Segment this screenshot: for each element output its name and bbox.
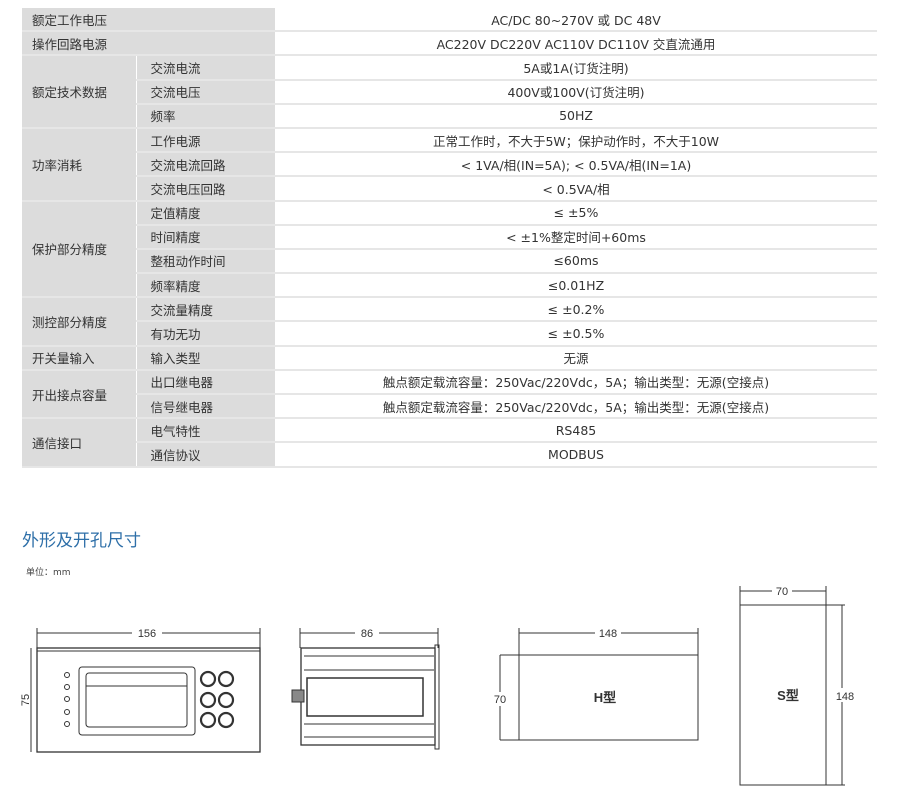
h-width-label: 148 [599,628,617,640]
side-depth-label: 86 [361,628,373,640]
item-label: 交流电流回路 [136,152,275,178]
row-value: AC220V DC220V AC110V DC110V 交直流通用 [275,31,877,57]
group-label: 功率消耗 [22,127,137,202]
table-row: 时间精度< ±1%整定时间+60ms [22,224,877,250]
row-value: ≤ ±5% [275,200,877,226]
table-row: 有功无功≤ ±0.5% [22,321,877,347]
table-row: 开关量输入输入类型无源 [22,345,877,371]
display-screen [78,666,196,736]
item-label: 工作电源 [136,127,275,154]
group-label: 测控部分精度 [22,297,137,347]
h-height-label: 70 [494,694,506,706]
item-label: 通信协议 [136,442,275,468]
group-label: 通信接口 [22,418,137,468]
row-value: 400V或100V(订货注明) [275,79,877,105]
table-row: 功率消耗工作电源正常工作时，不大于5W；保护动作时，不大于10W [22,127,877,202]
row-value: < ±1%整定时间+60ms [275,224,877,250]
item-label: 输入类型 [136,345,275,371]
item-label: 有功无功 [136,321,275,347]
table-row: 开出接点容量出口继电器触点额定载流容量：250Vac/220Vdc，5A；输出类… [22,369,877,420]
table-row: 频率精度≤0.01HZ [22,273,877,299]
table-row: 交流电压回路< 0.5VA/相 [22,176,877,202]
row-value: RS485 [275,418,877,444]
front-view: 156 75 [20,626,261,753]
row-value: ≤ ±0.2% [275,297,877,323]
row-value: ≤60ms [275,248,877,275]
row-value: < 0.5VA/相 [275,176,877,202]
front-height-label: 75 [20,694,32,706]
row-label: 额定工作电压 [22,8,275,33]
group-label: 额定技术数据 [22,55,137,129]
table-row: 整租动作时间≤60ms [22,248,877,275]
row-value: < 1VA/相(IN=5A); < 0.5VA/相(IN=1A) [275,152,877,178]
item-label: 电气特性 [136,418,275,444]
section-title: 外形及开孔尺寸 [22,531,141,551]
h-type-cutout: 148 70 H型 [493,626,699,741]
item-label: 交流量精度 [136,297,275,323]
side-view: 86 [291,626,440,750]
row-value: AC/DC 80~270V 或 DC 48V [275,8,877,33]
item-label: 出口继电器 [136,369,275,396]
item-label: 时间精度 [136,224,275,250]
item-label: 交流电压回路 [136,176,275,202]
row-value: 正常工作时，不大于5W；保护动作时，不大于10W [275,127,877,154]
s-type-cutout: 70 148 S型 [739,584,858,786]
s-type-label: S型 [777,688,799,703]
row-value: MODBUS [275,442,877,468]
table-row: 测控部分精度交流量精度≤ ±0.2% [22,297,877,347]
s-width-label: 70 [776,586,788,598]
item-label: 定值精度 [136,200,275,226]
item-label: 交流电流 [136,55,275,81]
row-value: ≤ ±0.5% [275,321,877,347]
item-label: 频率精度 [136,273,275,299]
h-type-label: H型 [594,690,616,705]
table-row: 保护部分精度定值精度≤ ±5% [22,200,877,299]
front-width-label: 156 [138,628,156,640]
unit-label: 单位：mm [26,568,71,578]
row-value: 触点额定载流容量：250Vac/220Vdc，5A；输出类型：无源(空接点) [275,369,877,396]
row-value: 50HZ [275,103,877,129]
group-label: 开出接点容量 [22,369,137,420]
group-label: 开关量输入 [22,345,137,371]
row-value: 无源 [275,345,877,371]
row-value: ≤0.01HZ [275,273,877,299]
table-row: 交流电流回路< 1VA/相(IN=5A); < 0.5VA/相(IN=1A) [22,152,877,178]
row-label: 操作回路电源 [22,31,275,57]
s-height-label: 148 [836,691,854,703]
item-label: 交流电压 [136,79,275,105]
row-value: 触点额定载流容量：250Vac/220Vdc，5A；输出类型：无源(空接点) [275,394,877,420]
row-value: 5A或1A(订货注明) [275,55,877,81]
item-label: 整租动作时间 [136,248,275,275]
group-label: 保护部分精度 [22,200,137,299]
table-row: 信号继电器触点额定载流容量：250Vac/220Vdc，5A；输出类型：无源(空… [22,394,877,420]
item-label: 频率 [136,103,275,129]
dimension-drawings: 156 75 86 148 70 H型 70 14 [20,584,858,786]
item-label: 信号继电器 [136,394,275,420]
